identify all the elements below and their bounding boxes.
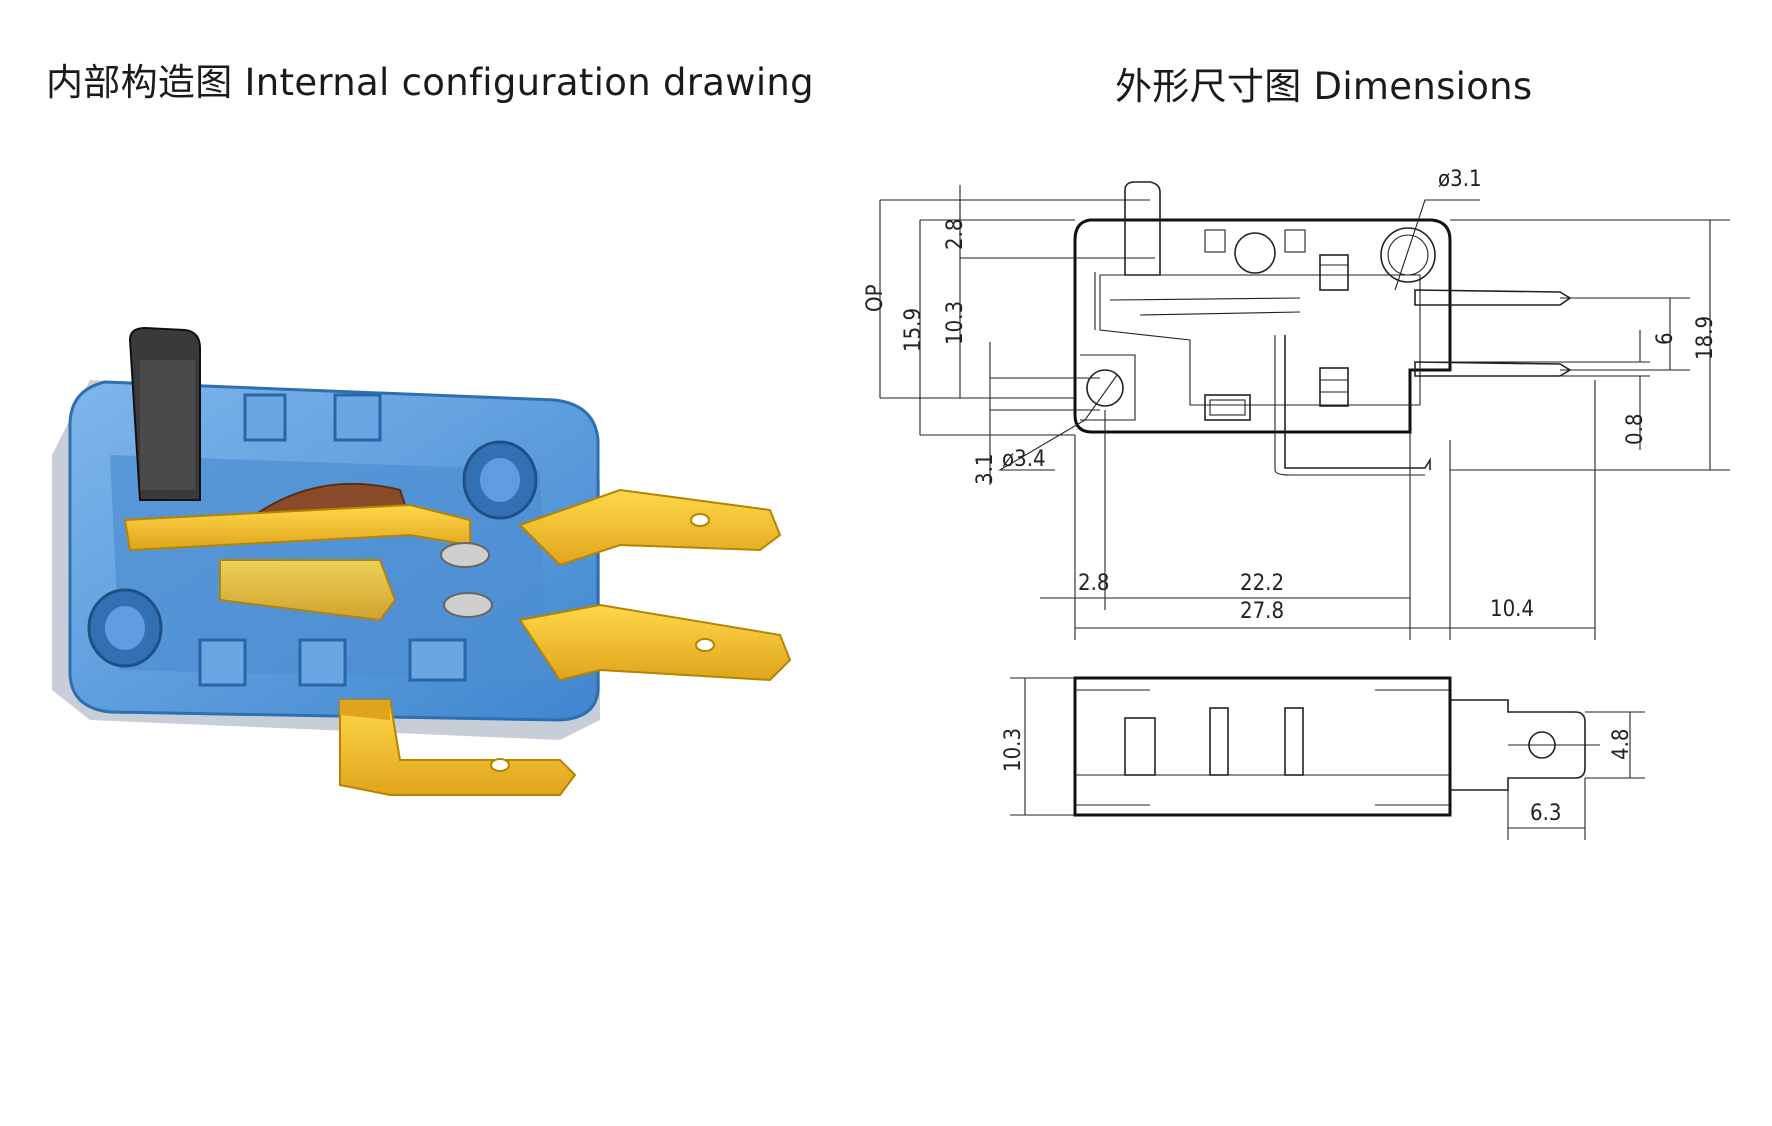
- hole-phi-3-1: [1380, 227, 1436, 283]
- dim-10-3: 10.3: [943, 301, 968, 345]
- dim-2-8-vertical: 2.8: [943, 219, 968, 250]
- dim-15-9: 15.9: [901, 308, 926, 352]
- dim-18-9: 18.9: [1693, 316, 1718, 360]
- switch-body-outline: [1073, 218, 1452, 434]
- dim-3-1: 3.1: [973, 454, 998, 485]
- terminal-top: [518, 488, 782, 567]
- terminal-bottom: [339, 699, 577, 796]
- dim-side-4-8: 4.8: [1609, 729, 1634, 760]
- dim-6: 6: [1653, 332, 1678, 345]
- internal-configuration-drawing: [52, 326, 792, 796]
- front-view-drawing: [879, 181, 1730, 640]
- dim-22-2: 22.2: [1240, 571, 1284, 596]
- plunger-outline: [1124, 181, 1161, 276]
- dim-0-8: 0.8: [1623, 414, 1648, 445]
- internal-configuration-title: 内部构造图 Internal configuration drawing: [46, 61, 814, 104]
- dim-phi-3-1: ø3.1: [1438, 167, 1482, 192]
- dim-2-8-horizontal: 2.8: [1078, 571, 1109, 596]
- hole-phi-3-4: [1086, 369, 1124, 407]
- dimensions-title: 外形尺寸图 Dimensions: [1115, 65, 1533, 108]
- dim-10-4: 10.4: [1490, 597, 1534, 622]
- dim-side-6-3: 6.3: [1530, 801, 1561, 826]
- dim-27-8: 27.8: [1240, 599, 1284, 624]
- terminal-middle: [518, 603, 792, 682]
- dim-phi-3-4: ø3.4: [1002, 447, 1046, 472]
- dim-side-10-3: 10.3: [1001, 728, 1026, 772]
- side-body-outline: [1073, 676, 1452, 817]
- dim-op: OP: [863, 284, 888, 312]
- terminal-lower-outline: [1414, 361, 1572, 377]
- terminal-bottom-outline: [1284, 335, 1431, 470]
- side-view-drawing: [1010, 676, 1645, 840]
- terminal-upper-outline: [1414, 289, 1572, 306]
